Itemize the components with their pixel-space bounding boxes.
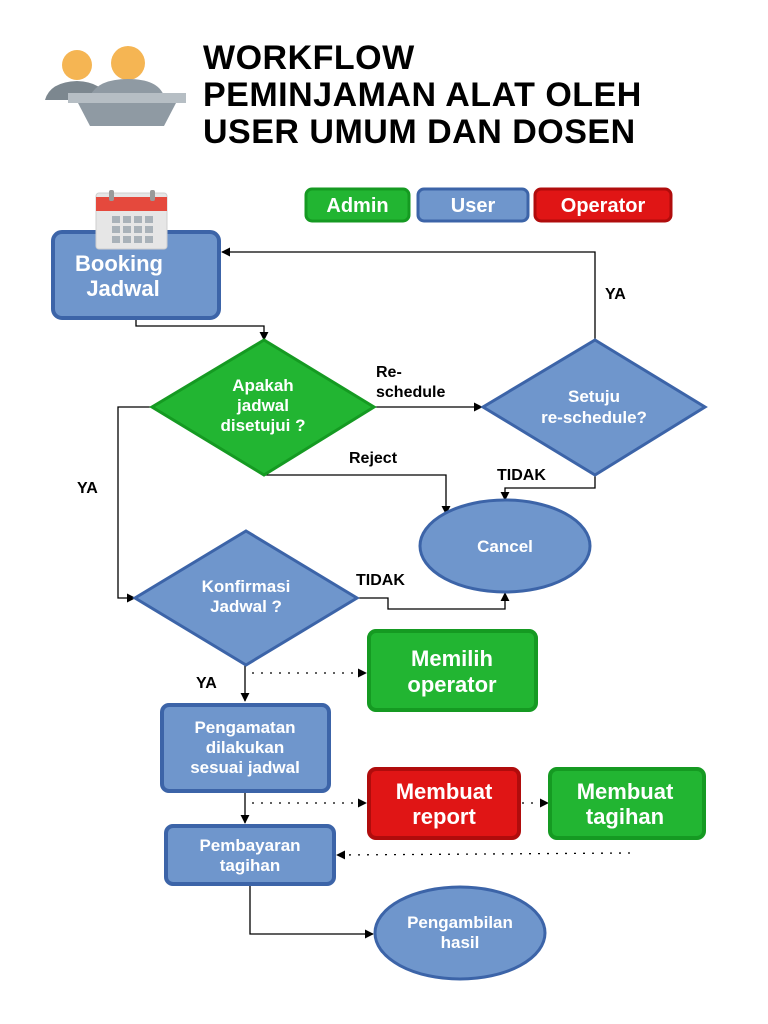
legend-operator-label: Operator bbox=[561, 195, 646, 217]
legend: Admin User Operator bbox=[304, 187, 673, 223]
label-tidak-setuju: TIDAK bbox=[497, 467, 546, 484]
title-line-2: PEMINJAMAN ALAT OLEH bbox=[203, 76, 642, 114]
edge-pembayaran-pengambilan bbox=[249, 886, 374, 939]
setuju-line-1: Setuju bbox=[568, 387, 620, 406]
label-reschedule-1: Re- bbox=[376, 364, 402, 381]
label-reschedule-2: schedule bbox=[376, 384, 445, 401]
node-setuju-reschedule: Setuju re-schedule? bbox=[480, 338, 708, 477]
label-tidak-konfirmasi: TIDAK bbox=[356, 572, 405, 589]
edge-apakah-cancel bbox=[264, 474, 451, 515]
label-ya-left: YA bbox=[77, 480, 98, 497]
node-pengambilan: Pengambilan hasil bbox=[373, 885, 547, 981]
cancel-label: Cancel bbox=[477, 537, 533, 556]
node-membuat-tagihan: Membuat tagihan bbox=[548, 767, 706, 840]
report-line-2: report bbox=[412, 804, 476, 829]
memilih-line-2: operator bbox=[407, 672, 497, 697]
edge-booking-apakah bbox=[135, 318, 269, 341]
setuju-line-2: re-schedule? bbox=[541, 408, 647, 427]
label-ya-bottom: YA bbox=[196, 675, 217, 692]
legend-admin-label: Admin bbox=[326, 195, 388, 217]
tagihan-line-2: tagihan bbox=[586, 804, 664, 829]
meeting-icon bbox=[45, 46, 186, 126]
pembayaran-line-2: tagihan bbox=[220, 856, 280, 875]
node-apakah-disetujui: Apakah jadwal disetujui ? bbox=[149, 338, 377, 477]
apakah-line-1: Apakah bbox=[232, 376, 293, 395]
pengamatan-line-3: sesuai jadwal bbox=[190, 758, 300, 777]
node-booking-jadwal: Booking Jadwal bbox=[51, 230, 221, 320]
node-pengamatan: Pengamatan dilakukan sesuai jadwal bbox=[160, 703, 331, 793]
node-cancel: Cancel bbox=[418, 498, 592, 594]
konfirmasi-line-2: Jadwal ? bbox=[210, 597, 282, 616]
pengamatan-line-1: Pengamatan bbox=[194, 718, 295, 737]
legend-admin-box bbox=[304, 187, 411, 223]
konfirmasi-line-1: Konfirmasi bbox=[202, 577, 291, 596]
node-memilih-operator: Memilih operator bbox=[367, 629, 538, 712]
title-line-1: WORKFLOW bbox=[203, 39, 415, 77]
pengambilan-line-1: Pengambilan bbox=[407, 913, 513, 932]
legend-user-box bbox=[416, 187, 530, 223]
booking-line-2: Jadwal bbox=[86, 276, 159, 301]
title-line-3: USER UMUM DAN DOSEN bbox=[203, 113, 636, 151]
memilih-line-1: Memilih bbox=[411, 646, 493, 671]
edge-konfirmasi-cancel bbox=[358, 592, 510, 610]
page-title: WORKFLOW PEMINJAMAN ALAT OLEH USER UMUM … bbox=[203, 40, 743, 151]
tagihan-line-1: Membuat bbox=[577, 779, 674, 804]
connectors bbox=[117, 247, 596, 939]
edge-setuju-cancel bbox=[500, 475, 596, 501]
pengamatan-line-2: dilakukan bbox=[206, 738, 284, 757]
booking-line-1: Booking bbox=[75, 251, 163, 276]
node-pembayaran: Pembayaran tagihan bbox=[164, 824, 336, 886]
pembayaran-line-1: Pembayaran bbox=[199, 836, 300, 855]
legend-operator-box bbox=[533, 187, 673, 223]
pengambilan-line-2: hasil bbox=[441, 933, 480, 952]
label-reject: Reject bbox=[349, 450, 398, 467]
node-membuat-report: Membuat report bbox=[367, 767, 521, 840]
report-line-1: Membuat bbox=[396, 779, 493, 804]
edge-apakah-konfirmasi bbox=[117, 406, 152, 603]
node-konfirmasi-jadwal: Konfirmasi Jadwal ? bbox=[132, 529, 360, 667]
label-ya-top: YA bbox=[605, 286, 626, 303]
edge-setuju-booking bbox=[221, 247, 596, 340]
dotted-connectors bbox=[252, 668, 631, 860]
legend-user-label: User bbox=[451, 195, 496, 217]
edge-labels: YA Re- schedule Reject TIDAK YA TIDAK YA bbox=[77, 286, 626, 692]
calendar-icon bbox=[95, 190, 168, 250]
apakah-line-2: jadwal bbox=[236, 396, 289, 415]
apakah-line-3: disetujui ? bbox=[221, 416, 306, 435]
edge-operator-pembayaran bbox=[336, 850, 631, 860]
